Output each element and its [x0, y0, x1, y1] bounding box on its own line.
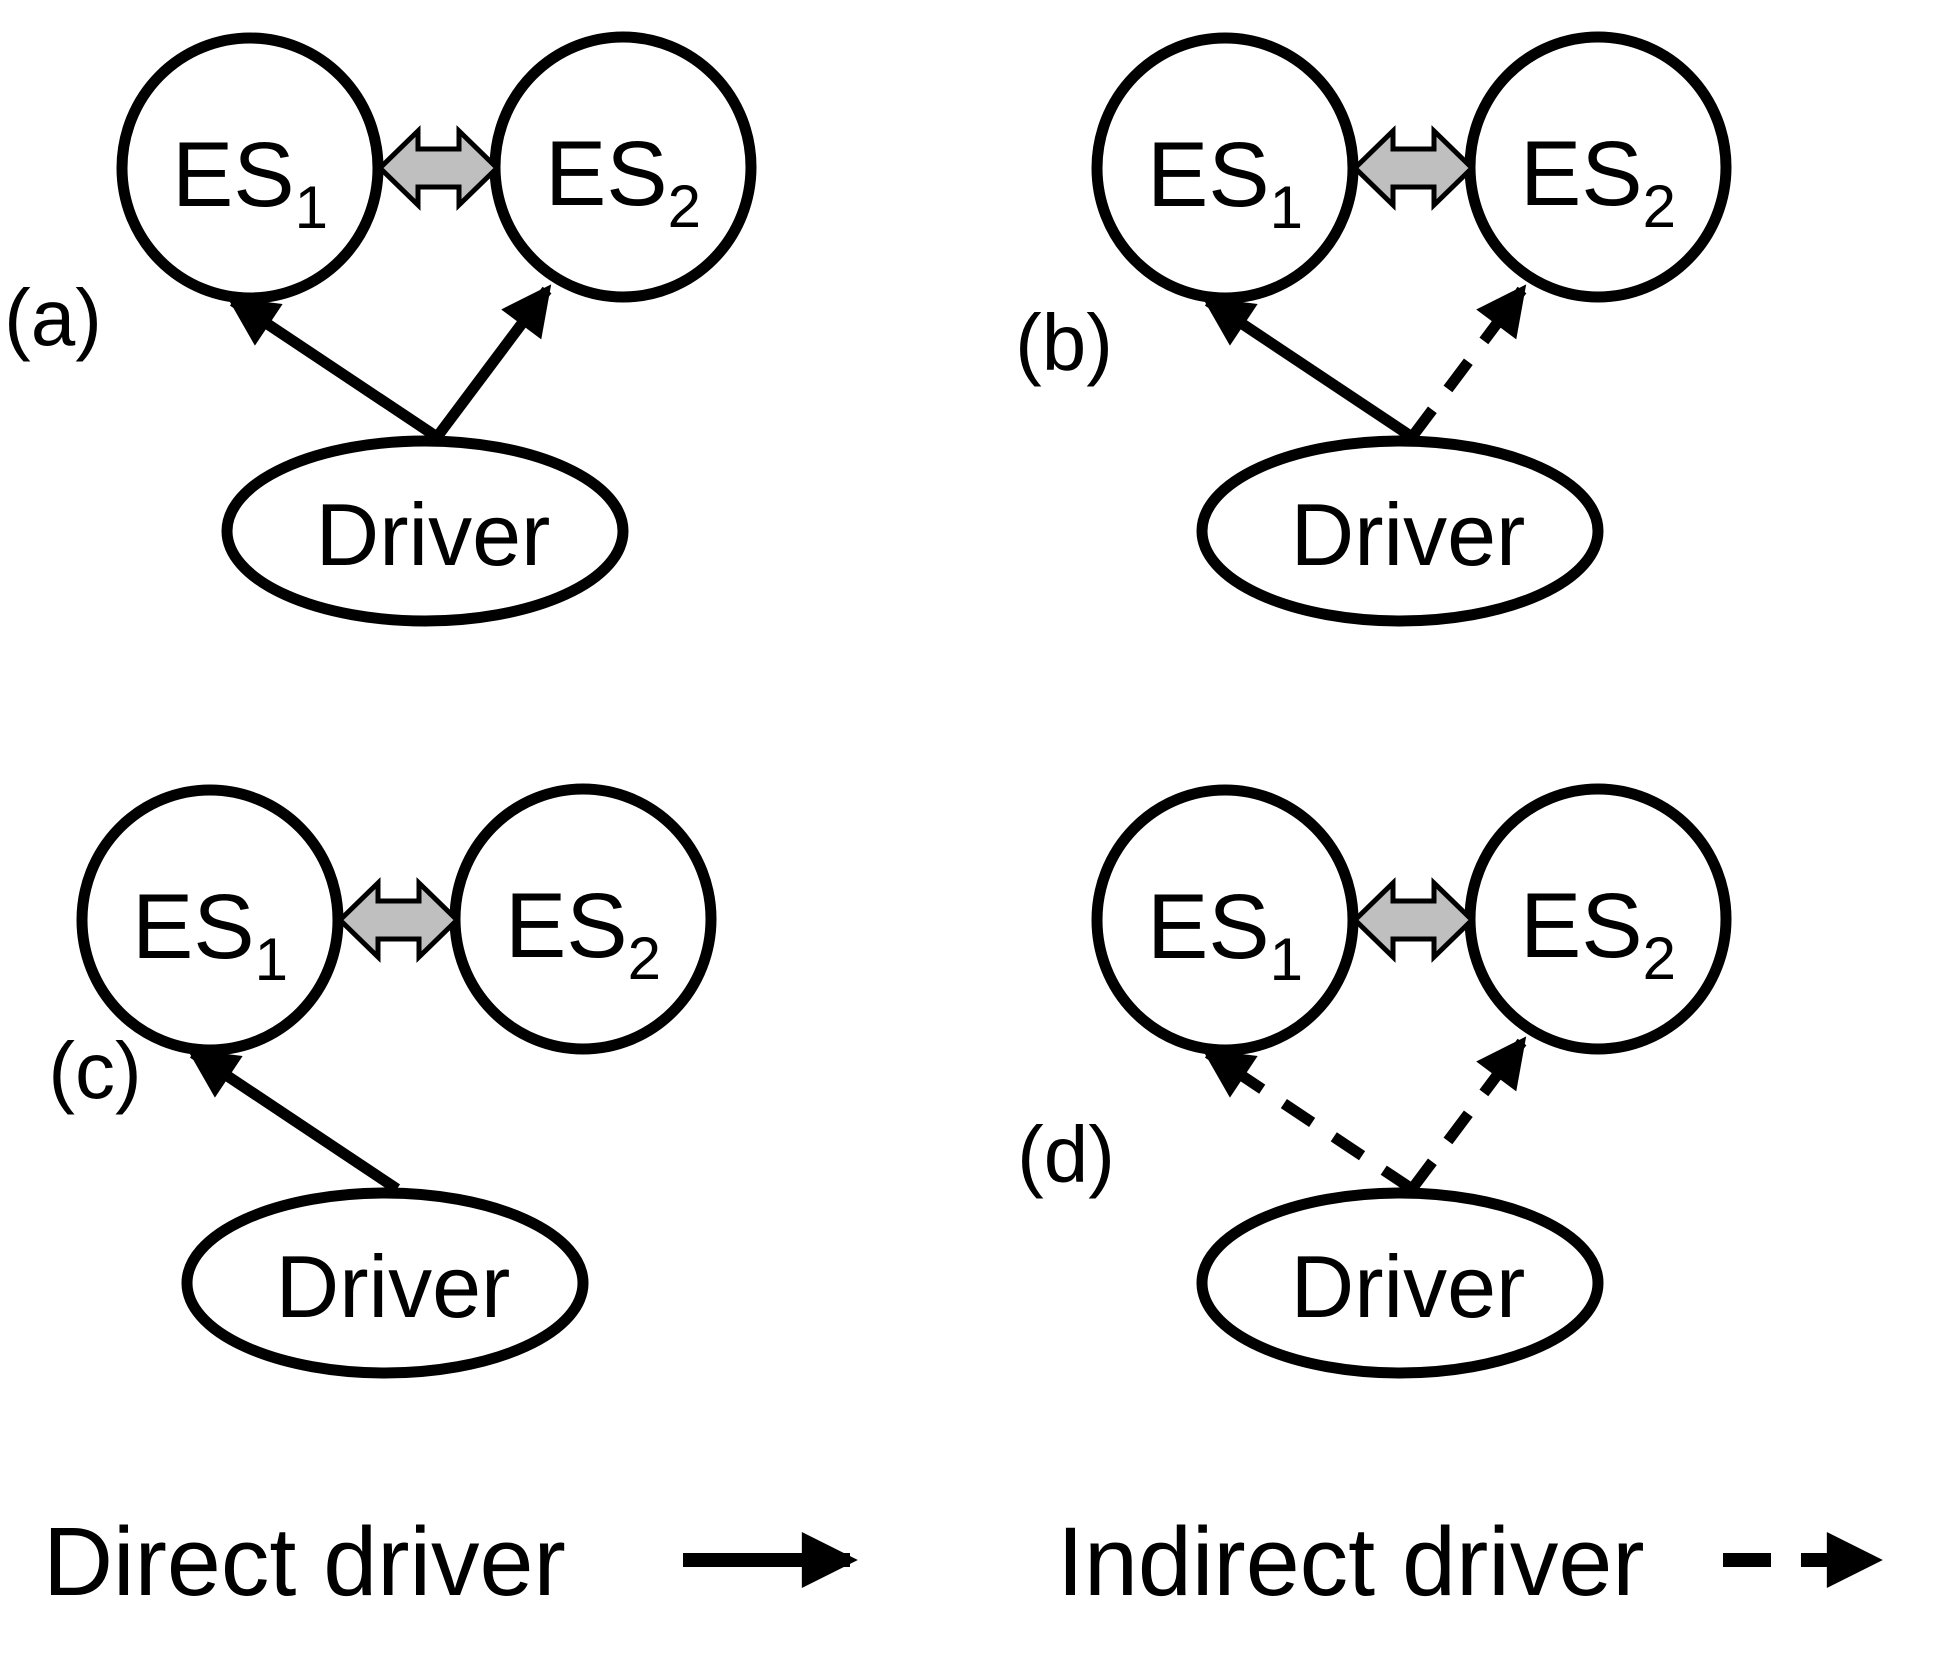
arrow-driver-to-es2 [1407, 284, 1527, 441]
panel-label-d: (d) [1017, 1110, 1115, 1199]
panel-label-b: (b) [1015, 298, 1113, 387]
arrow-driver-to-es1 [187, 1048, 401, 1194]
coupling-double-arrow-icon [1351, 125, 1476, 211]
driver-node [1196, 435, 1604, 627]
panel-d: ES1 ES2 Driver (d) [1017, 783, 1732, 1379]
es1-label: ES1 [132, 876, 288, 993]
driver-label: Driver [1291, 485, 1526, 584]
legend: Direct driver Indirect driver [43, 1507, 1883, 1616]
arrow-driver-to-es1 [227, 296, 441, 442]
es2-label: ES2 [545, 123, 701, 240]
arrow-driver-to-es1 [1202, 296, 1416, 442]
driver-label: Driver [316, 485, 551, 584]
coupling-double-arrow-icon [1351, 877, 1476, 963]
driver-node [181, 1187, 589, 1379]
legend-direct-label: Direct driver [43, 1507, 566, 1616]
es1-label: ES1 [172, 124, 328, 241]
panel-b: ES1 ES2 Driver (b) [1015, 31, 1732, 627]
arrow-driver-to-es1 [1202, 1048, 1416, 1194]
panel-c: ES1 ES2 Driver (c) [48, 783, 717, 1379]
es1-label: ES1 [1147, 124, 1303, 241]
driver-node [221, 435, 629, 627]
arrow-driver-to-es2 [432, 284, 552, 441]
legend-indirect-label: Indirect driver [1057, 1507, 1645, 1616]
es2-label: ES2 [1520, 875, 1676, 992]
es2-label: ES2 [505, 875, 661, 992]
coupling-double-arrow-icon [336, 877, 461, 963]
es2-label: ES2 [1520, 123, 1676, 240]
coupling-double-arrow-icon [376, 125, 501, 211]
driver-node [1196, 1187, 1604, 1379]
panel-label-c: (c) [48, 1026, 141, 1115]
arrow-driver-to-es2 [1407, 1036, 1527, 1193]
es1-label: ES1 [1147, 876, 1303, 993]
driver-label: Driver [1291, 1237, 1526, 1336]
driver-label: Driver [276, 1237, 511, 1336]
panel-label-a: (a) [4, 273, 102, 362]
panel-a: ES1 ES2 Driver (a) [4, 31, 757, 627]
